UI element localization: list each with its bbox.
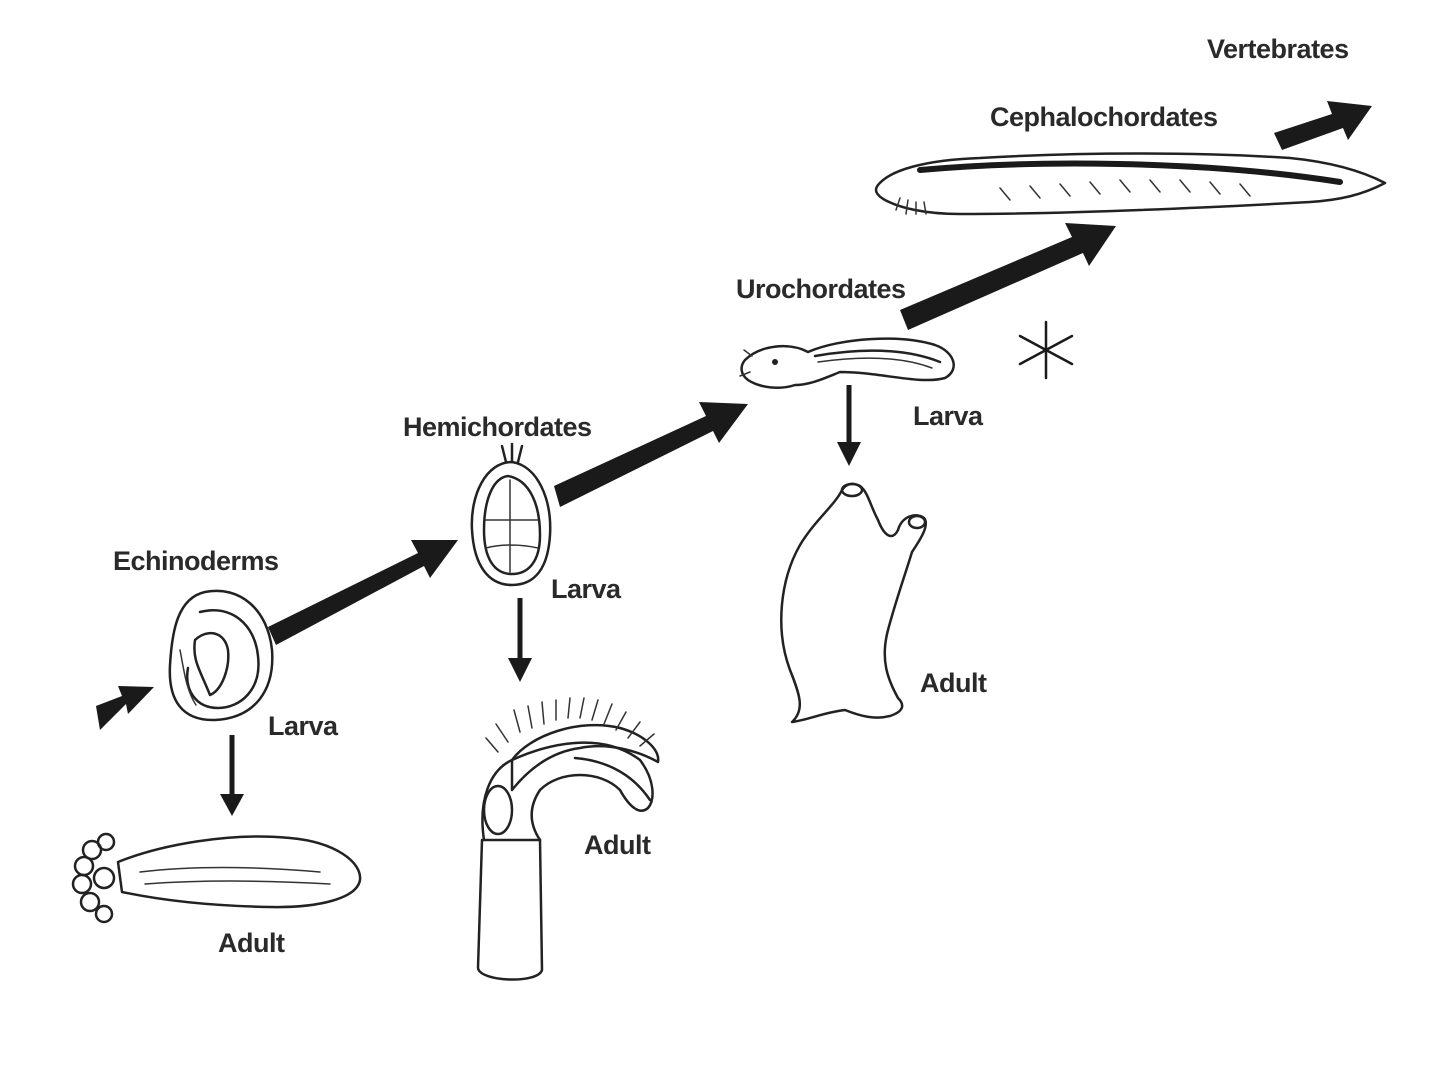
evolution-arrows bbox=[96, 101, 1372, 730]
arrow-echinoderms-to-hemichordates bbox=[268, 540, 458, 645]
entry-arrow bbox=[96, 686, 154, 730]
label-echinoderm-adult: Adult bbox=[218, 928, 285, 958]
arrow-urochordates-to-cephalochordates bbox=[900, 223, 1116, 330]
hemichordate-larva-drawing bbox=[470, 442, 552, 587]
hemichordate-adult-drawing bbox=[476, 697, 660, 981]
cephalochordate-drawing bbox=[874, 152, 1387, 216]
echinoderm-larva-drawing bbox=[168, 589, 274, 722]
label-cephalochordates: Cephalochordates bbox=[990, 102, 1218, 132]
label-echinoderm-larva: Larva bbox=[268, 711, 339, 741]
arrow-cephalochordates-to-vertebrates bbox=[1274, 101, 1372, 150]
arrow-hemichordates-to-urochordates bbox=[554, 402, 748, 507]
label-urochordate-adult: Adult bbox=[920, 668, 987, 698]
label-hemichordate-adult: Adult bbox=[584, 830, 651, 860]
down-arrow-echinoderm bbox=[220, 735, 244, 816]
metamorphosis-arrows bbox=[220, 385, 861, 816]
label-hemichordates: Hemichordates bbox=[403, 412, 592, 442]
echinoderm-adult-drawing bbox=[71, 832, 362, 924]
label-hemichordate-larva: Larva bbox=[551, 574, 622, 604]
label-echinoderms: Echinoderms bbox=[113, 546, 279, 576]
label-urochordates: Urochordates bbox=[736, 274, 906, 304]
label-vertebrates: Vertebrates bbox=[1207, 34, 1349, 64]
asterisk-x-icon bbox=[1018, 320, 1074, 380]
down-arrow-urochordate bbox=[837, 385, 861, 466]
urochordate-larva-drawing bbox=[739, 337, 955, 389]
urochordate-adult-drawing bbox=[780, 482, 928, 724]
down-arrow-hemichordate bbox=[508, 598, 532, 682]
label-urochordate-larva: Larva bbox=[913, 401, 984, 431]
